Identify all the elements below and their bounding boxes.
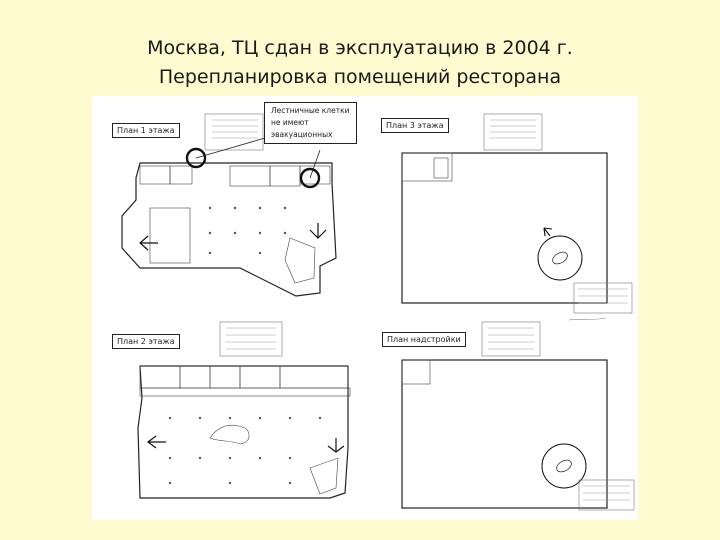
plan-3-label: План 3 этажа (381, 118, 449, 133)
plan-1-label: План 1 этажа (112, 123, 180, 138)
floor-plan-4 (401, 318, 635, 511)
plan-4-label: План надстройки (382, 332, 466, 347)
stairwell-callout: Лестничные клетки не имеют эвакуационных (264, 102, 357, 144)
slide-title-line-1: Москва, ТЦ сдан в эксплуатацию в 2004 г. (147, 37, 573, 59)
floor-plan-3 (401, 113, 633, 314)
floor-plans-sheet: План 1 этажа Лестничные клетки не имеют … (92, 96, 638, 520)
floor-plan-2 (137, 321, 351, 499)
slide-title-line-2: Перепланировка помещений ресторана (158, 66, 562, 88)
floor-plan-1 (121, 113, 337, 297)
plan-2-label: План 2 этажа (112, 334, 180, 349)
